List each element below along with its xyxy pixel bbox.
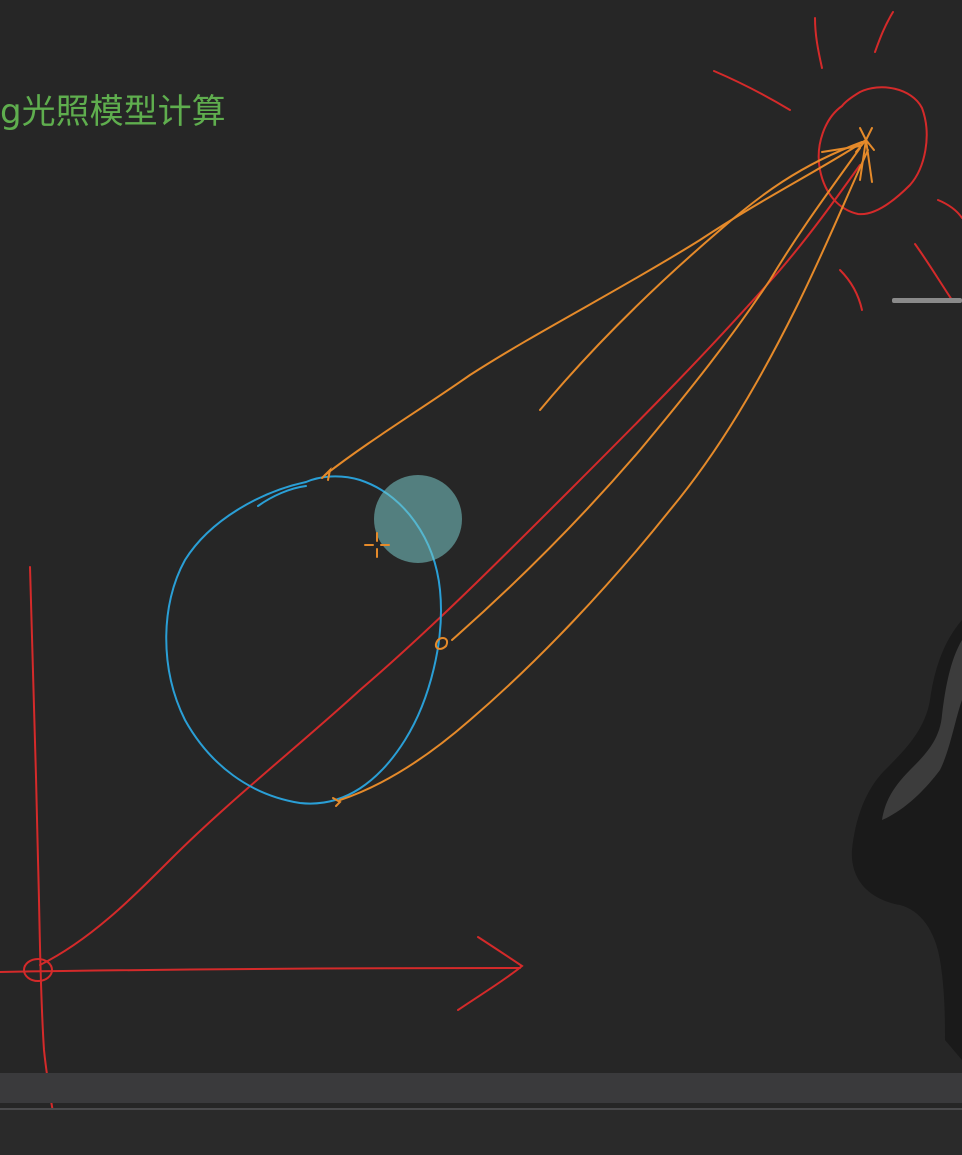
- sun-light-source: [713, 11, 962, 311]
- coordinate-axes: [0, 566, 524, 1155]
- light-rays: [321, 127, 875, 807]
- bottom-strip: [0, 1110, 962, 1155]
- bottom-divider: [0, 1108, 962, 1110]
- bottom-toolbar: [0, 1073, 962, 1103]
- pen-cursor-highlight: [374, 475, 462, 563]
- page-title: g光照模型计算: [0, 92, 226, 132]
- scrollbar-handle[interactable]: [892, 298, 962, 303]
- presenter-silhouette: [851, 620, 962, 1060]
- origin-to-sun-line: [39, 164, 861, 966]
- crosshair-icon: [364, 532, 390, 558]
